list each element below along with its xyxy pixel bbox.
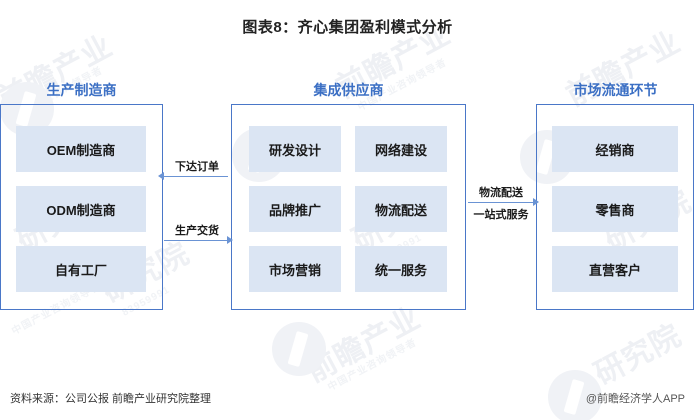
cell-own-factory[interactable]: 自有工厂 [16,246,146,292]
source-note: 资料来源：公司公报 前瞻产业研究院整理 [10,393,212,405]
cell-unified-service[interactable]: 统一服务 [355,246,447,292]
cell-odm-manufacturer[interactable]: ODM制造商 [16,186,146,232]
column-header-integrated-supplier: 集成供应商 [313,82,384,98]
column-header-manufacturers: 生产制造商 [46,82,117,98]
watermark-logo-bottom [272,322,326,376]
connector-line-logistics [468,202,534,203]
watermark-tagline-bottom-center: 中国产业咨询领导者 [326,337,419,394]
attribution-note: @前瞻经济学人APP [585,393,685,405]
arrow-right-icon-production-delivery [227,236,233,244]
connector-label-one-stop-service: 一站式服务 [473,209,529,221]
arrow-left-icon-order-placement [158,172,164,180]
cell-retailer[interactable]: 零售商 [552,186,678,232]
cell-market-marketing[interactable]: 市场营销 [249,246,341,292]
panel-market-circulation [536,104,694,310]
connector-label-logistics-distribution: 物流配送 [479,187,523,199]
cell-rd-design[interactable]: 研发设计 [249,126,341,172]
connector-line-production-delivery [164,240,228,241]
connector-label-order-placement: 下达订单 [175,161,219,173]
page-title: 图表8：齐心集团盈利模式分析 [242,19,453,36]
column-header-market-circulation: 市场流通环节 [573,82,658,98]
panel-integrated-supplier [231,104,466,310]
arrow-right-icon-logistics [533,198,539,206]
watermark-research-bottom-right: 研究院 [589,318,687,392]
connector-line-order-placement [164,176,228,177]
cell-network-construction[interactable]: 网络建设 [355,126,447,172]
cell-distributor[interactable]: 经销商 [552,126,678,172]
cell-brand-promotion[interactable]: 品牌推广 [249,186,341,232]
panel-manufacturers [0,104,163,310]
cell-logistics-delivery[interactable]: 物流配送 [355,186,447,232]
cell-oem-manufacturer[interactable]: OEM制造商 [16,126,146,172]
cell-direct-customer[interactable]: 直营客户 [552,246,678,292]
connector-label-production-delivery: 生产交货 [175,225,219,237]
